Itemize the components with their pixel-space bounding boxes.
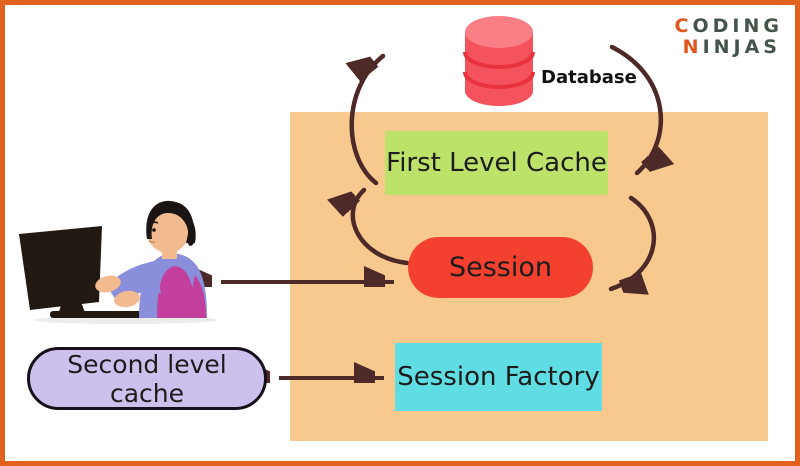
logo-line-coding: CODING (674, 15, 783, 37)
person-at-computer-illustration (19, 200, 217, 324)
arrow-session-to-flc (353, 190, 410, 266)
coding-ninjas-logo: CODING NINJAS (675, 16, 783, 58)
database-label: Database (541, 67, 637, 88)
session-pill: Session (408, 237, 593, 298)
second-level-cache-pill: Second level cache (27, 347, 267, 410)
logo-line-ninjas: NINJAS (682, 36, 781, 58)
diagram-graphics (19, 16, 800, 466)
session-factory-box: Session Factory (395, 343, 602, 411)
database-icon (463, 16, 535, 106)
arrow-flc-to-session (608, 195, 657, 289)
first-level-cache-box: First Level Cache (385, 131, 608, 195)
arrow-flc-to-database (352, 56, 386, 186)
arrow-database-to-flc (609, 44, 661, 173)
